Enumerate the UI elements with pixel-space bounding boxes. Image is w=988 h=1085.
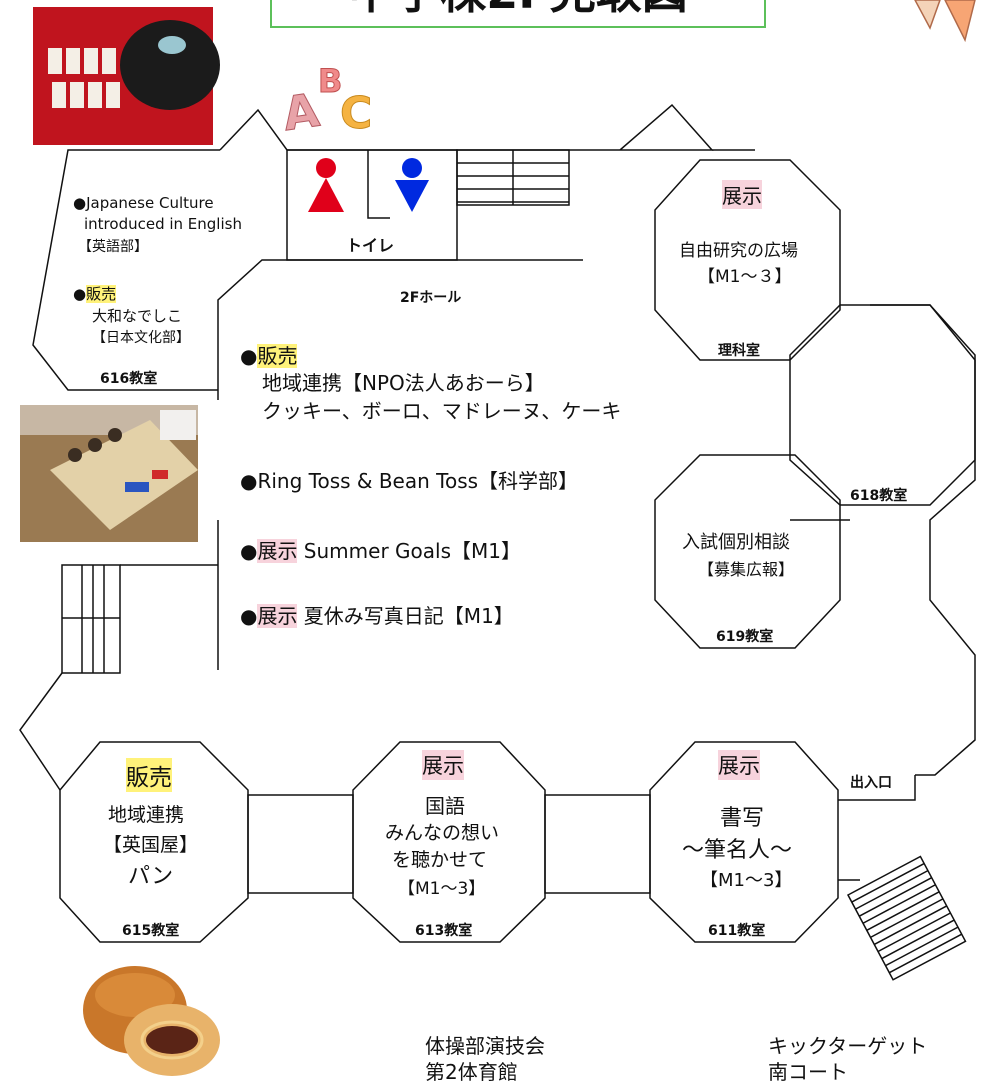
bullet: ● [73, 194, 87, 212]
stairs-left [61, 564, 121, 674]
wall-right [870, 304, 976, 776]
bullet: ● [73, 285, 87, 303]
female-toilet-icon [308, 158, 344, 212]
room-text: 【M1～３】 [698, 267, 792, 287]
list-item: ●販売 [73, 283, 117, 304]
room-text: 国語 [425, 794, 465, 818]
photo-ring-toss-icon [20, 405, 198, 542]
room-619-outline [654, 454, 841, 649]
sale-badge: 販売 [86, 285, 117, 303]
room-616-label: 616教室 [100, 371, 158, 387]
list-item: ●Ring Toss & Bean Toss【科学部】 [240, 465, 578, 494]
event-name: 体操部演技会 [425, 1034, 545, 1058]
room-615-outline [59, 741, 249, 943]
room-text: 地域連携 [108, 804, 185, 826]
photo-cards-icon [33, 7, 220, 145]
stairs-entrance [846, 855, 967, 981]
list-item: ●展示 夏休み写真日記【M1】 [240, 600, 514, 629]
room-text: 【英国屋】 [103, 834, 199, 856]
event-location: 第2体育館 [425, 1060, 518, 1084]
item-text: 夏休み写真日記【M1】 [297, 604, 514, 628]
room-text: パン [128, 864, 174, 889]
svg-text:B: B [318, 62, 342, 100]
bullet: ● [240, 604, 258, 628]
room-text: 【募集広報】 [698, 560, 795, 579]
room-611-label: 611教室 [708, 923, 766, 939]
room-text: 書写 [720, 806, 765, 831]
list-item: ●展示 Summer Goals【M1】 [240, 535, 521, 564]
item-text: 大和なでしこ [92, 307, 183, 325]
room-611-outline [649, 741, 839, 943]
abc-decoration-icon: A B C [279, 62, 373, 142]
event-location: 南コート [768, 1060, 848, 1084]
room-text: を聴かせて [392, 849, 488, 871]
list-item: ●Japanese Culture [73, 194, 214, 212]
bullet: ● [240, 469, 258, 493]
item-text: 地域連携【NPO法人あおーら】 [262, 371, 545, 395]
toilet-label: トイレ [346, 236, 395, 255]
bullet: ● [240, 344, 258, 368]
room-619-label: 619教室 [716, 629, 774, 645]
club-label: 【英語部】 [78, 239, 148, 255]
wall-616-outline [32, 149, 220, 391]
room-613-label: 613教室 [415, 923, 473, 939]
room-text: ～筆名人～ [682, 838, 793, 863]
bullet: ● [240, 539, 258, 563]
entrance-label: 出入口 [850, 775, 892, 791]
room-text: みんなの想い [385, 822, 500, 844]
list-item: ●販売 [240, 340, 298, 369]
bread-icon [83, 966, 220, 1076]
room-text: 【M1～3】 [398, 879, 486, 899]
item-text-line2: introduced in English [84, 215, 242, 233]
page-title-text: 中学棟2F見取図 [348, 0, 687, 19]
flag-decoration-icon [914, 0, 976, 43]
male-toilet-icon [395, 158, 429, 212]
room-615-label: 615教室 [122, 923, 180, 939]
room-science-label: 理科室 [718, 343, 760, 359]
display-badge: 展示 [257, 539, 298, 563]
display-badge: 展示 [257, 604, 298, 628]
event-name: キックターゲット [768, 1034, 928, 1058]
room-613-outline [352, 741, 546, 943]
item-text: Summer Goals【M1】 [297, 539, 521, 563]
page-title: 中学棟2F見取図 [270, 0, 766, 28]
hall-label: 2Fホール [400, 290, 462, 306]
sale-badge: 販売 [126, 758, 172, 792]
display-badge: 展示 [722, 180, 762, 209]
item-text: Ring Toss & Bean Toss【科学部】 [257, 469, 579, 493]
wall-left-corridor [19, 672, 63, 791]
svg-text:A: A [280, 83, 323, 141]
sale-badge: 販売 [257, 344, 298, 368]
item-text: クッキー、ボーロ、マドレーヌ、ケーキ [262, 399, 622, 423]
room-618-label: 618教室 [850, 488, 908, 504]
room-text: 入試個別相談 [682, 532, 790, 553]
display-badge: 展示 [718, 750, 760, 780]
room-618-outline [789, 304, 976, 506]
svg-text:C: C [340, 88, 372, 139]
item-text: Japanese Culture [86, 194, 214, 212]
display-badge: 展示 [422, 750, 464, 780]
club-label: 【日本文化部】 [92, 330, 190, 346]
room-text: 自由研究の広場 [679, 241, 798, 261]
room-text: 【M1～3】 [700, 870, 793, 891]
